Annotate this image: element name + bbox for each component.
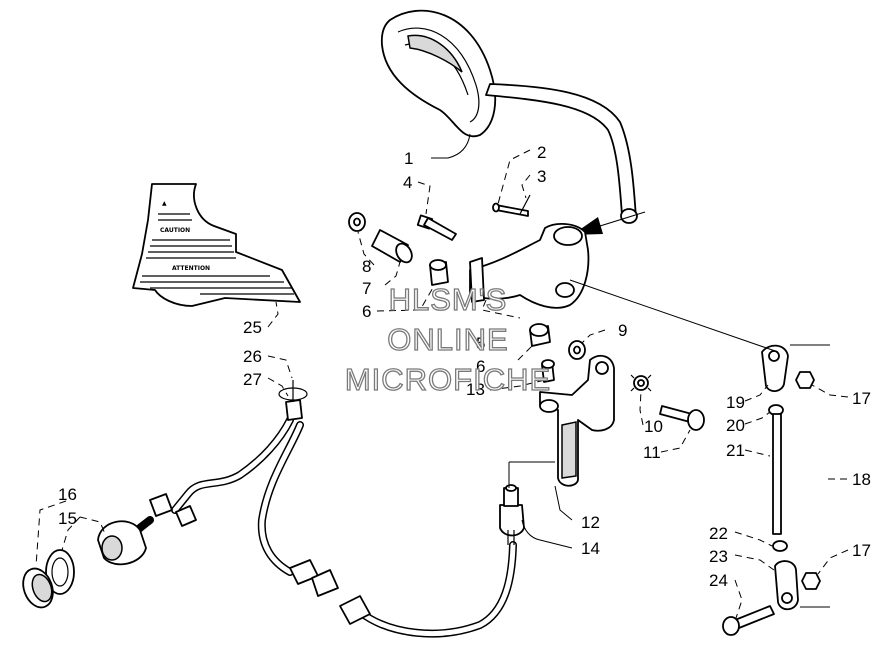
- callout-16: 16: [58, 485, 77, 504]
- bolt-lower-part: [722, 605, 775, 636]
- watermark-line-3: MICROFICHE: [345, 362, 551, 397]
- callout-2: 2: [537, 143, 546, 162]
- callout-10: 10: [644, 417, 663, 436]
- pin-part: [492, 194, 531, 217]
- connector-bottom-part: [339, 595, 371, 625]
- throttle-lever-part: [380, 9, 638, 224]
- decal-fine-print: [140, 213, 294, 295]
- wiring-harness-part: [124, 416, 517, 638]
- connector-left-part: [149, 493, 197, 527]
- switch-plunger-part: [499, 484, 525, 545]
- leader-lines: [35, 133, 849, 619]
- callout-numbers: 1 2 3 4 8 7 6 5 6 13 9 10 11 12 14 19 17…: [58, 143, 871, 590]
- callout-4: 4: [403, 173, 412, 192]
- washer-part: [348, 212, 366, 232]
- callout-3: 3: [537, 167, 546, 186]
- decal-heading-1: CAUTION: [160, 227, 190, 234]
- callout-25: 25: [243, 318, 262, 337]
- connector-pair-part: [289, 559, 339, 597]
- watermark-line-1: HLSM'S: [389, 282, 508, 317]
- lock-washer-part: [630, 374, 652, 392]
- jam-nut-lower-part: [772, 540, 788, 552]
- callout-15: 15: [58, 509, 77, 528]
- callout-7: 7: [362, 279, 371, 298]
- callout-13: 13: [466, 380, 485, 399]
- adjuster-rod-part: [772, 413, 782, 535]
- callout-6-upper: 6: [362, 302, 371, 321]
- bolt-part: [416, 214, 457, 241]
- bushing-part: [371, 229, 413, 264]
- nut-upper-part: [795, 371, 815, 389]
- callout-17-lower: 17: [852, 541, 871, 560]
- connector-upper-part: [278, 380, 308, 421]
- callout-14: 14: [581, 539, 600, 558]
- callout-21: 21: [726, 441, 745, 460]
- warning-decal-part: ▲ CAUTION ATTENTION: [132, 183, 301, 307]
- callout-20: 20: [726, 416, 745, 435]
- callout-9: 9: [618, 321, 627, 340]
- callout-5: 5: [476, 334, 485, 353]
- switch-body-part: [97, 520, 147, 566]
- callout-27: 27: [243, 370, 262, 389]
- nut-lower-part: [801, 572, 821, 590]
- callout-12: 12: [581, 513, 600, 532]
- callout-1: 1: [404, 149, 413, 168]
- cable-end-lower-part: [774, 560, 799, 611]
- switch-nut-part: [45, 549, 75, 595]
- callout-22: 22: [709, 524, 728, 543]
- spacer-lower-part: [529, 323, 586, 360]
- grommet-part: [541, 359, 555, 383]
- spacer-part: [429, 259, 449, 286]
- bezel-ring-part: [22, 567, 54, 609]
- callout-18: 18: [852, 470, 871, 489]
- callout-23: 23: [709, 547, 728, 566]
- callout-19: 19: [726, 393, 745, 412]
- watermark-line-2: ONLINE: [387, 322, 508, 357]
- pivot-bracket-part: [469, 223, 590, 309]
- callout-24: 24: [709, 571, 728, 590]
- cable-end-upper-part: [761, 344, 789, 392]
- callout-6-lower: 6: [476, 357, 485, 376]
- decal-heading-2: ATTENTION: [172, 265, 210, 272]
- switch-bracket-part: [539, 354, 615, 487]
- bolt-long-part: [659, 405, 705, 431]
- decal-logo-text: ▲: [162, 200, 167, 207]
- callout-11: 11: [643, 443, 661, 462]
- watermark: HLSM'S ONLINE MICROFICHE: [344, 281, 551, 397]
- callout-17-upper: 17: [852, 389, 871, 408]
- callout-26: 26: [243, 347, 262, 366]
- callout-8: 8: [362, 257, 371, 276]
